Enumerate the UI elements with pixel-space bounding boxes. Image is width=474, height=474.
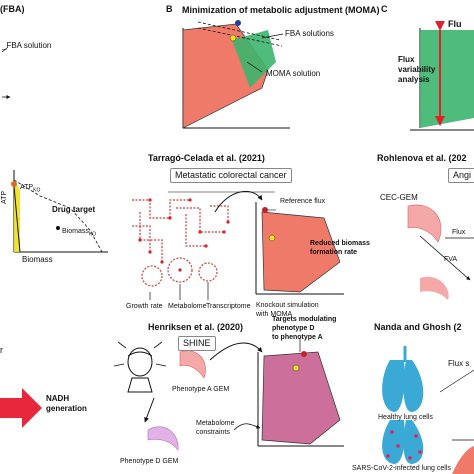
panel-e-metabolome: Metabolome [168,303,207,310]
panel-b-letter: B [166,4,173,14]
panel-f-flux: Flux [452,229,466,236]
panel-f-title: Rohlenova et al. (202 [377,153,467,163]
panel-d-graphics [11,170,108,253]
panel-f-box: Angi [448,168,474,183]
panel-h-phenotype-a: Phenotype A GEM [172,386,230,393]
panel-c-letter: C [381,4,388,14]
panel-g-nadh: NADH [46,394,70,403]
panel-h-shine-box: SHINE [178,336,216,351]
panel-i-graphics [382,346,474,474]
panel-f-graphics [407,204,474,300]
panel-b-fba-label: FBA solutions [285,29,334,38]
panel-b-graphics [182,20,290,129]
panel-d-drug-target: Drug target [52,205,96,214]
panel-e-ko-1: Knockout simulation [256,302,319,309]
panel-f-cec-gem: CEC-GEM [380,193,418,202]
panel-c-fva-line3: analysis [398,75,430,84]
panel-e-reduced-1: Reduced biomass [310,240,370,247]
panel-d-atp-label: ATPKO [20,184,41,194]
panel-b-title: Minimization of metabolic adjustment (MO… [182,5,380,15]
panel-i-sars: SARS-CoV-2-infected lung cells [352,465,451,472]
panel-d-ylabel: ATP [1,190,8,204]
panel-e-transcriptome: Transcriptome [206,303,251,310]
panel-e-cancer-box: Metastatic colorectal cancer [170,168,292,183]
panel-d-xlabel: Biomass [22,255,53,264]
panel-e-growth-rate: Growth rate [126,303,163,310]
panel-h-title: Henriksen et al. (2020) [148,322,244,332]
panel-g-generation: generation [46,404,87,413]
panel-f-fva: FVA [444,256,458,263]
panel-h-constraints: constraints [196,429,230,436]
panel-i-title: Nanda and Ghosh (2 [374,322,462,332]
panel-g-fragment: r [0,345,3,355]
panel-b-moma-label: MOMA solution [266,69,321,78]
panel-i-healthy: Healthy lung cells [378,414,433,421]
panel-c-graphics [410,21,474,131]
panel-g-graphics [0,388,42,428]
panel-e-reference-flux: Reference flux [280,198,326,205]
panel-a-graphics [1,47,11,99]
panel-h-metabolome: Metabolome [196,420,235,427]
panel-a-title: (FBA) [0,4,25,14]
panel-c-fva-line2: variability [398,65,436,74]
panel-e-title: Tarragó-Celada et al. (2021) [148,153,265,163]
panel-e-graphics [132,191,344,300]
panel-h-targets-3: to phenotype A [272,334,323,341]
panel-e-ko-2: with MOMA [256,311,293,318]
panel-c-title: Flu [448,19,462,29]
panel-i-flux: Flux s [448,359,470,368]
panel-c-fva-line1: Flux [398,55,415,64]
panel-h-phenotype-d: Phenotype D GEM [120,458,179,465]
panel-a-fba-solution: _FBA solution [2,41,52,50]
panel-e-reduced-2: formation rate [310,249,358,256]
panel-h-targets-1: Targets modulating [272,316,337,323]
panel-h-graphics [113,338,344,451]
panel-d-biomass-ko: BiomassKO [62,228,97,238]
panel-h-targets-2: phenotype D [272,325,315,332]
